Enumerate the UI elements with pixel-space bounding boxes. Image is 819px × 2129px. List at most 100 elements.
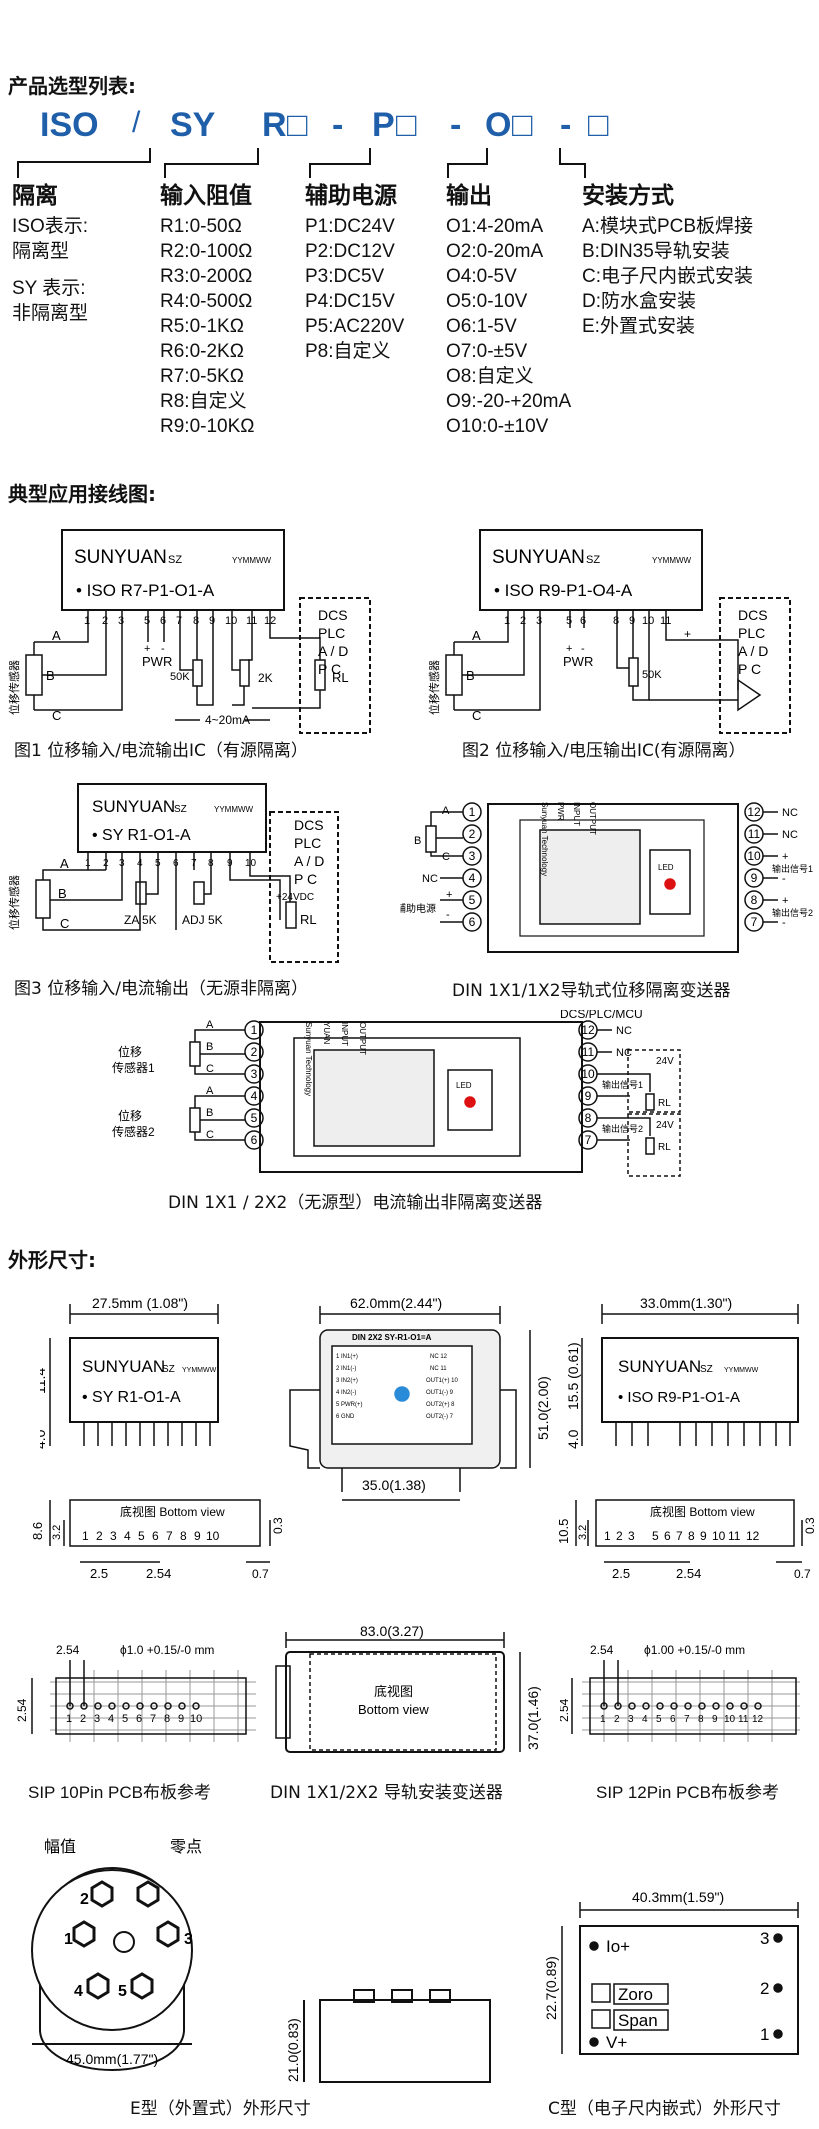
label-nc: NC xyxy=(616,1025,632,1037)
list-item: P2:DC12V xyxy=(305,241,395,262)
din-row-right: NC 11 xyxy=(430,1366,447,1372)
column-title: 输出 xyxy=(446,183,492,209)
dim-label: 3.2 xyxy=(51,1525,63,1540)
model-code-box-r: □ xyxy=(287,106,308,144)
pin-label: 5 xyxy=(656,1714,662,1725)
din-row-left: 2 IN1(-) xyxy=(336,1366,356,1372)
pcb10-pitch-label: 2.54 xyxy=(56,1643,80,1657)
pin-label: 2 xyxy=(616,1529,623,1543)
v24-label: 24V xyxy=(656,1120,674,1131)
pin-label: 4 xyxy=(469,871,476,885)
list-item: R8:自定义 xyxy=(160,391,247,412)
pin-label: 10 xyxy=(581,1067,595,1081)
fig3-model: • SY R1-O1-A xyxy=(92,827,191,844)
din-front-view: 62.0mm(2.44") 51.0(2.00) 35.0(1.38) DIN … xyxy=(289,1295,551,1501)
model-code-dash3: - xyxy=(560,106,572,144)
wiring-diagram-fig3: SUNYUAN SZ YYMMWW • SY R1-O1-A 1 2 3 4 5… xyxy=(7,783,339,963)
pin-label: 3 xyxy=(119,858,125,869)
pin-label: 5 xyxy=(652,1529,659,1543)
pin-label: 9 xyxy=(700,1529,707,1543)
pin-label: 8 xyxy=(164,1713,170,1725)
pin-label: 11 xyxy=(582,1045,595,1059)
output-signal-1: 输出信号1 xyxy=(772,863,813,874)
sip12-date: YYMMWW xyxy=(724,1367,759,1374)
sensor2-label: 传感器2 xyxy=(112,1124,155,1139)
din-row-right: OUT1(+) 10 xyxy=(426,1378,459,1384)
sensor2-label: 位移 xyxy=(118,1108,142,1123)
pin-label: 4 xyxy=(251,1089,258,1103)
c-v-label: V+ xyxy=(606,2033,627,2052)
e-height-label: 21.0(0.83) xyxy=(285,2018,301,2082)
pin-label: 6 xyxy=(664,1529,671,1543)
sip12-brand-sub: SZ xyxy=(700,1364,713,1375)
list-item: E:外置式安装 xyxy=(582,316,695,337)
sensor1-label: 传感器1 xyxy=(112,1060,155,1075)
pin-label: 4 xyxy=(124,1529,131,1543)
pin-label: 6 xyxy=(160,615,166,627)
list-item: C:电子尺内嵌式安装 xyxy=(582,266,754,287)
pin-label: 9 xyxy=(629,615,635,627)
model-code: ISO / SY R □ - P □ - O □ - □ xyxy=(40,106,620,146)
list-item: R7:0-5KΩ xyxy=(160,366,244,387)
label-nc: NC xyxy=(616,1047,632,1059)
din-bottom-height-label: 37.0(1.46) xyxy=(525,1686,541,1750)
dim-label: 2.54 xyxy=(676,1566,701,1581)
pin-label: 1 xyxy=(85,858,91,869)
pin-label: 12 xyxy=(581,1023,595,1037)
pcb10-caption: SIP 10Pin PCB布板参考 xyxy=(28,1783,211,1802)
pin-label: 10 xyxy=(225,615,237,627)
din-row-right: OUT1(-) 9 xyxy=(426,1390,454,1396)
list-item: O8:自定义 xyxy=(446,366,534,387)
aux-power-label: 辅助电源 xyxy=(400,902,436,915)
rl-label: RL xyxy=(658,1098,671,1109)
list-item: O6:1-5V xyxy=(446,316,517,337)
pin-label: 1 xyxy=(604,1529,611,1543)
pin-label: 3 xyxy=(110,1529,117,1543)
pwr-label: PWR xyxy=(563,654,593,669)
pot-label: 50K xyxy=(642,669,662,681)
c-width-label: 40.3mm(1.59") xyxy=(632,1889,724,1905)
c-height-label: 22.7(0.89) xyxy=(543,1956,559,2020)
sip10-brand: SUNYUAN xyxy=(82,1357,165,1376)
sensor-pin-b: B xyxy=(46,668,55,683)
za-label: ZA 5K xyxy=(124,913,157,927)
list-item: R6:0-2KΩ xyxy=(160,341,244,362)
pin-label: 2 xyxy=(614,1714,620,1725)
pin-label: 2 xyxy=(520,615,526,627)
section-title-wiring: 典型应用接线图: xyxy=(8,482,156,506)
rl-label: RL xyxy=(300,912,317,927)
sip10-front-view: 27.5mm (1.08") 11.4 4.0 SUNYUAN SZ YYMMW… xyxy=(40,1295,219,1449)
pin-label: 9 xyxy=(585,1089,592,1103)
pin-label: 3 xyxy=(760,1929,769,1948)
bottom-view-label: 底视图 Bottom view xyxy=(120,1504,225,1519)
pin-label: 12 xyxy=(747,805,761,819)
list-item: A:模块式PCB板焊接 xyxy=(582,216,754,237)
sip12-pin-height-label: 4.0 xyxy=(565,1429,581,1449)
pin-label: 1 xyxy=(760,2025,769,2044)
label-c: C xyxy=(206,1129,214,1141)
list-item: O10:0-±10V xyxy=(446,416,549,437)
plc-label: PLC xyxy=(318,625,345,641)
column-isolation: 隔离 ISO表示: 隔离型 SY 表示: 非隔离型 xyxy=(12,176,88,326)
column-input-resistance: 输入阻值 R1:0-50Ω R2:0-100Ω R3:0-200Ω R4:0-5… xyxy=(160,176,254,439)
section-title-selection: 产品选型列表: xyxy=(8,74,136,98)
sensor-pin-a: A xyxy=(52,628,61,643)
pcb12-caption: SIP 12Pin PCB布板参考 xyxy=(596,1783,779,1802)
c-type-outline: 40.3mm(1.59") 22.7(0.89) Io+ Zoro Span V… xyxy=(543,1889,799,2055)
pin-label: 2 xyxy=(251,1045,258,1059)
pin-label: 6 xyxy=(173,858,179,869)
column-title: 输入阻值 xyxy=(160,183,252,209)
pc-label: P C xyxy=(738,661,761,677)
sensor-pin-b: B xyxy=(466,668,475,683)
c-span-label: Span xyxy=(618,2011,658,2030)
module-text: PWR xyxy=(556,802,565,821)
pin-label: 11 xyxy=(660,615,671,627)
din-width-label: 62.0mm(2.44") xyxy=(350,1295,442,1311)
din2-caption: DIN 1X1 / 2X2（无源型）电流输出非隔离变送器 xyxy=(168,1193,543,1213)
dcs-label: DCS xyxy=(294,817,324,833)
pin-label: 8 xyxy=(688,1529,695,1543)
label-c: C xyxy=(206,1063,214,1075)
list-item: P3:DC5V xyxy=(305,266,385,287)
sensor-pin-b: B xyxy=(58,886,67,901)
pin-label: 7 xyxy=(176,615,182,627)
